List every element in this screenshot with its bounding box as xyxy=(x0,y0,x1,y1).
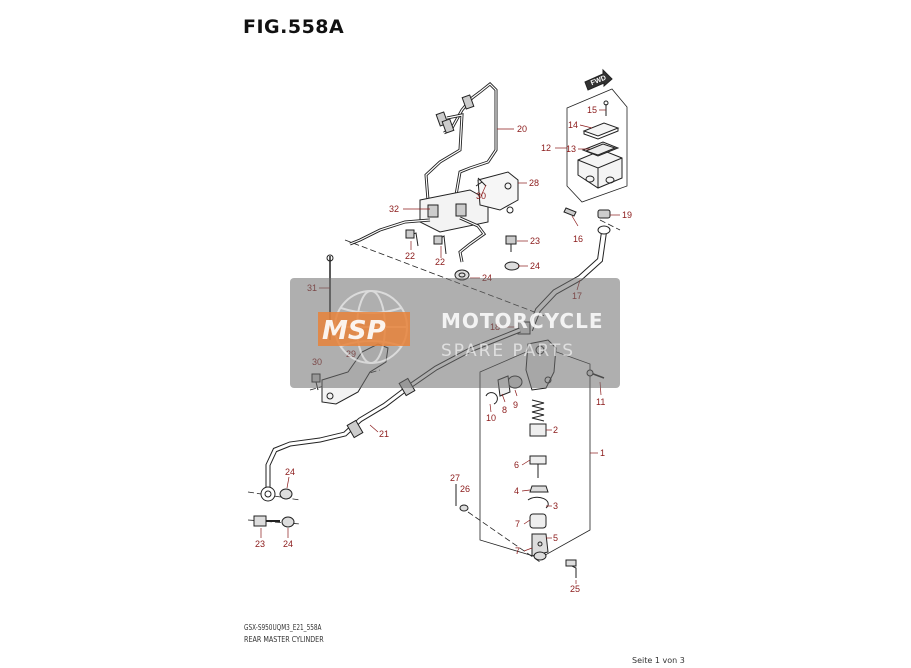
callout-label: 20 xyxy=(517,124,527,134)
callout-label: 10 xyxy=(486,413,496,423)
callout-label: 32 xyxy=(389,204,399,214)
callout-label: 13 xyxy=(566,144,576,154)
callout-label: 28 xyxy=(529,178,539,188)
bracket xyxy=(477,171,519,211)
msp-logo-box xyxy=(318,312,410,346)
callout-label: 16 xyxy=(573,234,583,244)
drawing-code: GSX-S950UQM3_E21_558A xyxy=(244,623,322,632)
watermark-line2: SPARE PARTS xyxy=(441,341,575,361)
msp-watermark: MSP MOTORCYCLE SPARE PARTS xyxy=(290,278,620,388)
callout-label: 26 xyxy=(460,484,470,494)
callout-label: 2 xyxy=(553,425,558,435)
callout-label: 24 xyxy=(530,261,540,271)
reservoir-bracket-outline xyxy=(566,88,628,203)
figure-title: FIG.558A xyxy=(243,16,345,38)
callout-label: 7 xyxy=(515,546,520,556)
callout-label: 12 xyxy=(541,143,551,153)
callout-label: 25 xyxy=(570,584,580,594)
callout-label: 27 xyxy=(450,473,460,483)
page-number: Seite 1 von 3 xyxy=(632,656,685,665)
callout-label: 19 xyxy=(622,210,632,220)
callout-label: 9 xyxy=(513,400,518,410)
callout-label: 6 xyxy=(514,460,519,470)
callout-label: 23 xyxy=(530,236,540,246)
callout-label: 22 xyxy=(405,251,415,261)
callout-label: 24 xyxy=(283,539,293,549)
fwd-arrow xyxy=(584,68,613,91)
callout-label: 11 xyxy=(596,397,605,407)
callout-label: 3 xyxy=(553,501,558,511)
callout-label: 14 xyxy=(568,120,578,130)
callout-label: 23 xyxy=(255,539,265,549)
reservoir-cap xyxy=(582,122,620,137)
callout-label: 24 xyxy=(285,467,295,477)
callout-label: 7 xyxy=(515,519,520,529)
callout-label: 21 xyxy=(379,429,389,439)
callout-label: 4 xyxy=(514,486,519,496)
watermark-line1: MOTORCYCLE xyxy=(441,309,603,333)
callout-label: 5 xyxy=(553,533,558,543)
watermark-logo-text: MSP xyxy=(322,316,386,346)
callout-label: 30 xyxy=(476,191,486,201)
callout-label: 1 xyxy=(600,448,605,458)
callout-label: 15 xyxy=(587,105,597,115)
callout-label: 22 xyxy=(435,257,445,267)
callout-label: 8 xyxy=(502,405,507,415)
drawing-name: REAR MASTER CYLINDER xyxy=(244,635,324,644)
